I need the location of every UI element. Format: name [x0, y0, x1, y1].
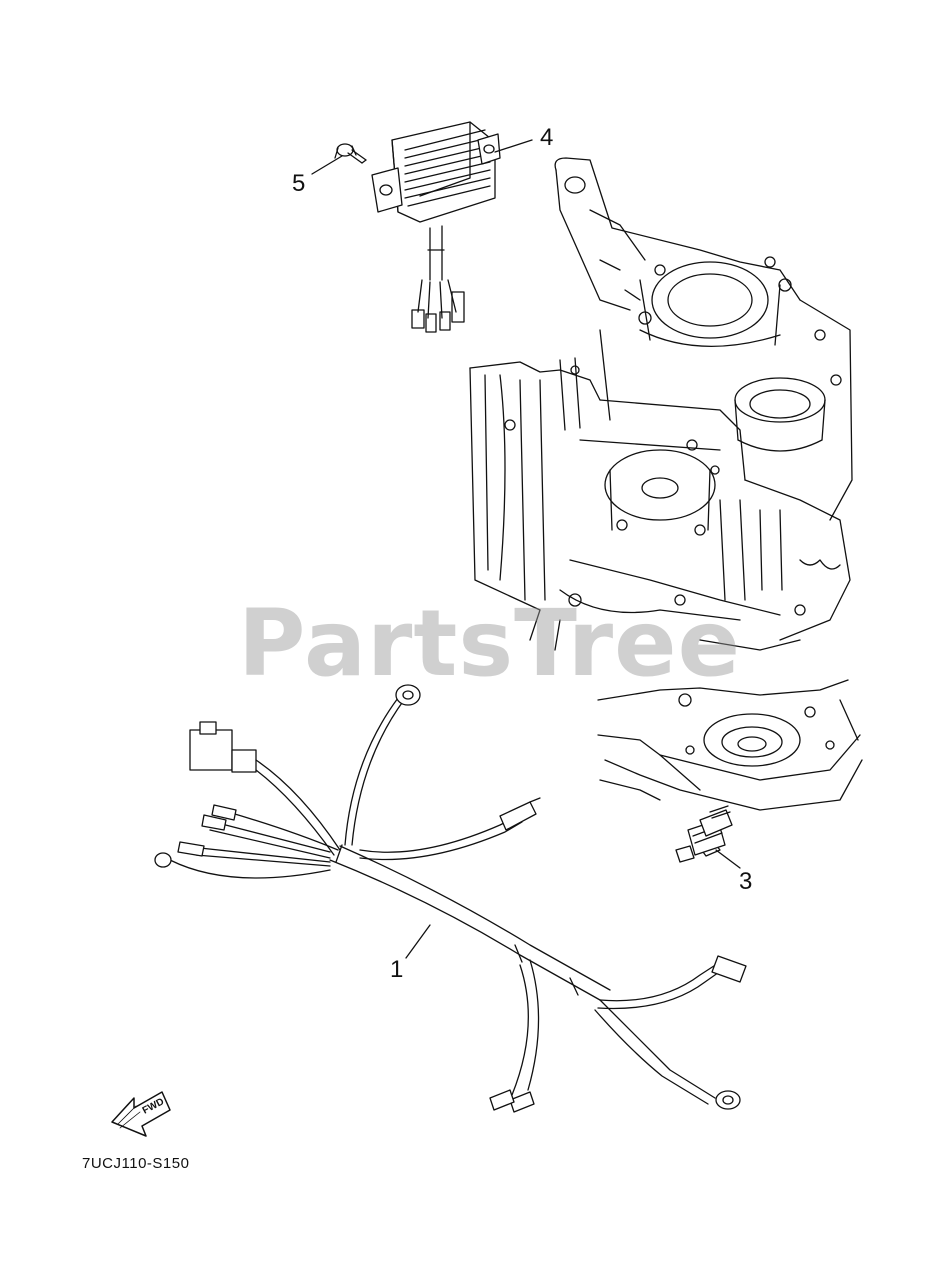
- callout-5[interactable]: 5: [292, 170, 306, 197]
- callout-1[interactable]: 1: [390, 956, 404, 983]
- diagram-code: 7UCJ110-S150: [82, 1155, 190, 1172]
- leader-line-4: [494, 139, 533, 153]
- leader-line-1: [405, 924, 431, 959]
- oil-pressure-switch-part[interactable]: [675, 805, 733, 863]
- fwd-arrow-icon: [111, 1091, 171, 1137]
- leader-line-5: [311, 155, 343, 175]
- lower-housing-illustration: [597, 679, 863, 811]
- bolt-part[interactable]: [334, 143, 367, 164]
- leader-line-3: [715, 849, 741, 869]
- rectifier-regulator-part[interactable]: [371, 121, 501, 333]
- engine-block-illustration: [469, 157, 853, 651]
- callout-4[interactable]: 4: [540, 124, 554, 151]
- callout-3[interactable]: 3: [739, 868, 753, 895]
- wire-harness-part[interactable]: [154, 684, 747, 1113]
